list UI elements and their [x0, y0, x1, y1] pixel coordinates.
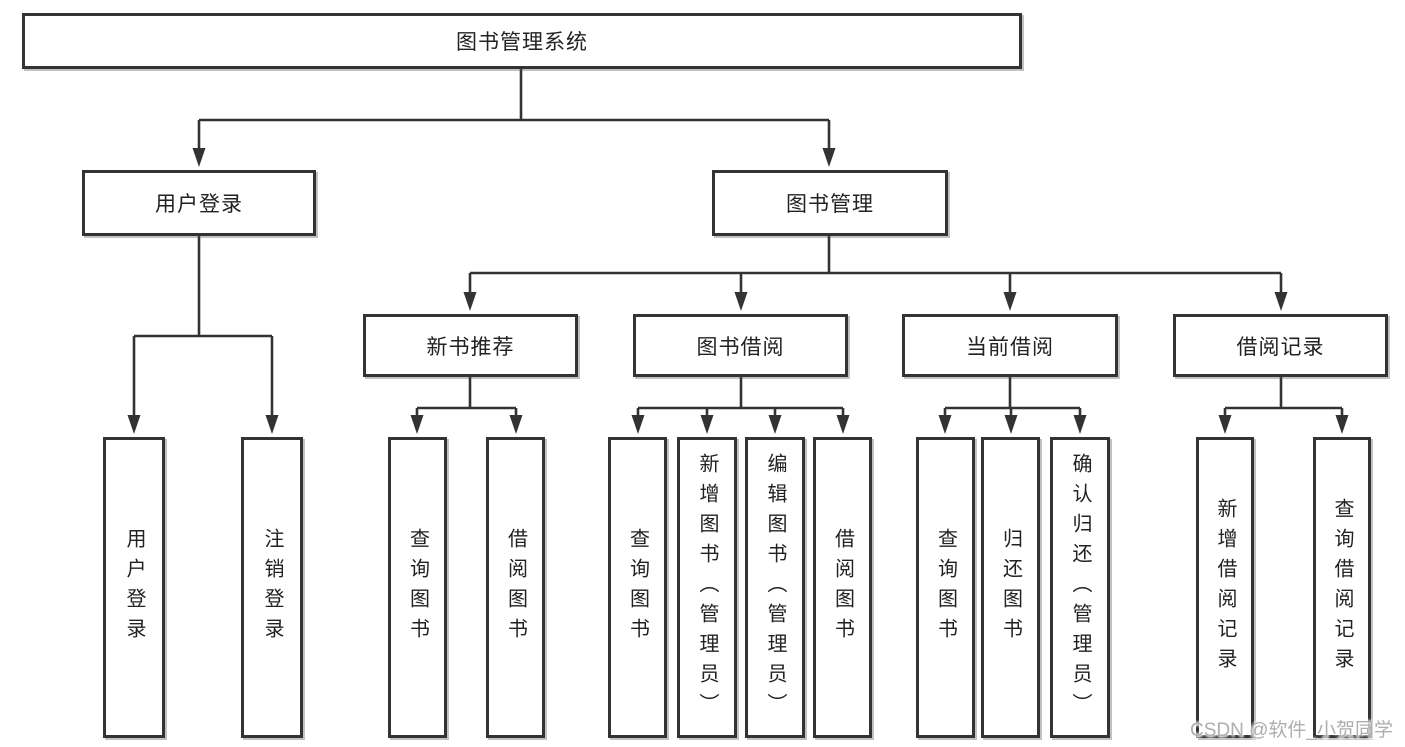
- leaf-label: 查询图书: [406, 527, 429, 648]
- leaf-add-borrow-record: 新增借阅记录: [1196, 437, 1254, 738]
- leaf-logout: 注销登录: [241, 437, 303, 738]
- leaf-query-borrow-record: 查询借阅记录: [1313, 437, 1371, 738]
- leaf-query-books-current: 查询图书: [916, 437, 975, 738]
- leaf-label: 归还图书: [999, 527, 1022, 648]
- leaf-edit-book-admin: 编辑图书（管理员）: [745, 437, 805, 738]
- leaf-label: 新增借阅记录: [1214, 497, 1236, 678]
- node-current-borrowing: 当前借阅: [902, 314, 1118, 377]
- leaf-label: 用户登录: [123, 527, 145, 648]
- node-label: 图书借阅: [696, 335, 785, 359]
- leaf-user-login: 用户登录: [103, 437, 165, 738]
- leaf-label: 注销登录: [261, 527, 283, 648]
- arrowhead-icons: [127, 148, 1349, 434]
- leaf-label: 借阅图书: [831, 527, 854, 648]
- node-label: 借阅记录: [1236, 335, 1325, 359]
- node-user-login: 用户登录: [82, 170, 316, 236]
- watermark: CSDN @软件_小贺同学: [1190, 720, 1393, 741]
- leaf-borrow-books-recommend: 借阅图书: [486, 437, 545, 738]
- leaf-label: 确认归还（管理员）: [1069, 452, 1091, 723]
- node-label: 用户登录: [155, 193, 243, 216]
- leaf-label: 新增图书（管理员）: [696, 452, 718, 723]
- node-label: 当前借阅: [966, 335, 1054, 359]
- leaf-add-book-admin: 新增图书（管理员）: [677, 437, 737, 738]
- leaf-return-books: 归还图书: [981, 437, 1040, 738]
- leaf-label: 借阅图书: [504, 527, 527, 648]
- leaf-confirm-return-admin: 确认归还（管理员）: [1050, 437, 1110, 738]
- leaf-borrow-books-borrowing: 借阅图书: [813, 437, 872, 738]
- node-label: 图书管理: [786, 193, 874, 216]
- node-borrowing-records: 借阅记录: [1173, 314, 1388, 377]
- node-book-management: 图书管理: [712, 170, 948, 236]
- node-label: 图书管理系统: [456, 31, 588, 54]
- leaf-label: 查询图书: [626, 527, 649, 648]
- node-book-borrowing: 图书借阅: [633, 314, 848, 377]
- leaf-query-books-borrowing: 查询图书: [608, 437, 667, 738]
- leaf-label: 编辑图书（管理员）: [764, 452, 786, 723]
- node-new-book-recommendation: 新书推荐: [363, 314, 578, 377]
- leaf-label: 查询借阅记录: [1331, 497, 1353, 678]
- node-label: 新书推荐: [426, 335, 515, 359]
- leaf-label: 查询图书: [934, 527, 957, 648]
- leaf-query-books-recommend: 查询图书: [388, 437, 447, 738]
- node-library-management-system: 图书管理系统: [22, 13, 1022, 69]
